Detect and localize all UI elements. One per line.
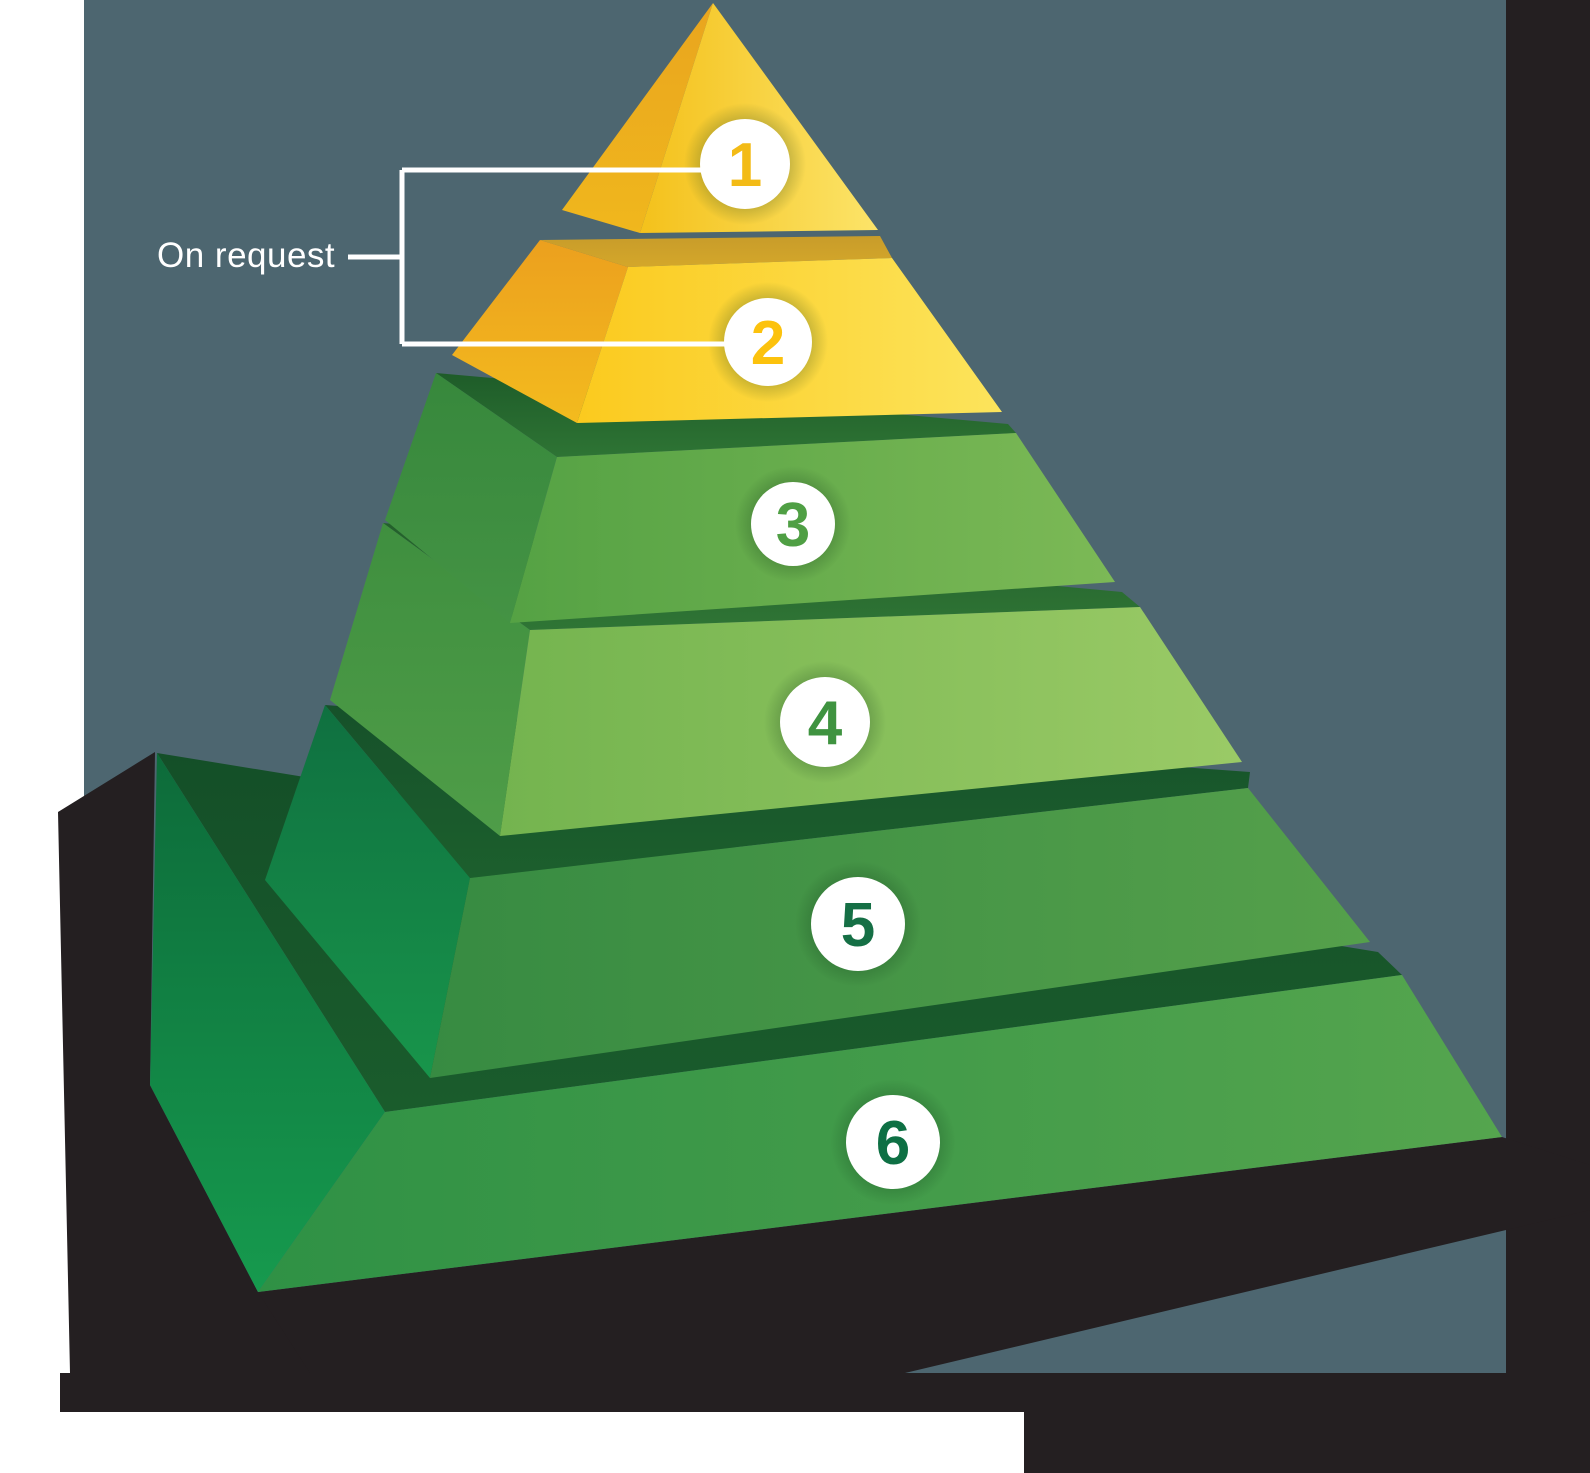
- level-5-left-face: [265, 705, 470, 1078]
- pyramid-level-2: 2: [452, 236, 1002, 423]
- level-4-badge: [780, 677, 870, 767]
- level-3-number: 3: [776, 491, 810, 560]
- level-4-number: 4: [808, 689, 843, 758]
- level-2-badge: [724, 298, 812, 386]
- level-2-top-surface: [540, 236, 892, 267]
- level-3-left-face: [385, 373, 557, 623]
- on-request-label: On request: [157, 236, 336, 275]
- level-3-badge: [751, 482, 835, 566]
- pyramid-level-1: 1: [562, 3, 878, 233]
- level-6-number: 6: [876, 1109, 910, 1178]
- shadow-shape: [258, 1137, 1590, 1373]
- level-6-badge: [846, 1095, 940, 1189]
- shadow-shape: [58, 752, 360, 1373]
- shadow-shape: [60, 1373, 1590, 1473]
- level-6-left-face: [150, 753, 385, 1292]
- level-5-number: 5: [841, 891, 875, 960]
- level-5-badge: [811, 877, 905, 971]
- level-1-left-face: [562, 3, 713, 233]
- level-2-number: 2: [751, 309, 785, 378]
- level-4-left-face: [330, 523, 530, 836]
- level-1-badge: [700, 119, 790, 209]
- level-1-number: 1: [728, 131, 762, 200]
- shadow-shape: [1506, 0, 1590, 1473]
- level-2-left-face: [452, 240, 628, 423]
